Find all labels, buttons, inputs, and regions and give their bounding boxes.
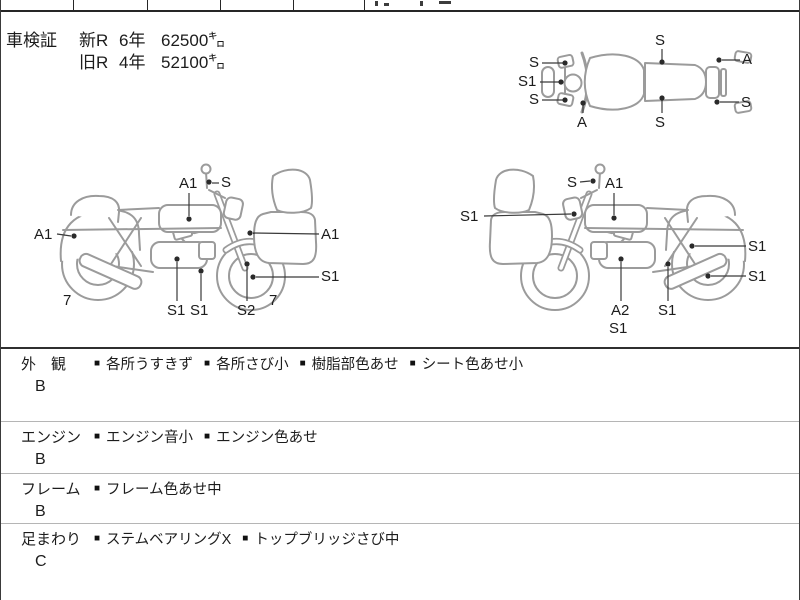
left-bike-leaders — [56, 179, 320, 301]
clipped-text-remnant — [375, 1, 378, 6]
marker-label: S1 — [321, 268, 340, 285]
condition-item: ■ エンジン音小 — [94, 429, 193, 447]
marker-label: S — [655, 32, 666, 49]
condition-item-text: 樹脂部色あせ — [311, 357, 399, 373]
condition-item-text: ステムベアリングX — [106, 532, 232, 548]
condition-section: 外 観 B ■ 各所うすきず ■ 各所さび小 ■ 樹脂部色あせ ■ シート色あせ小 エン… — [1, 347, 799, 600]
bullet-square-icon: ■ — [204, 431, 211, 442]
condition-item: ■ シート色あせ小 — [410, 356, 524, 374]
year-value: 6年 — [119, 31, 146, 50]
marker-label: A1 — [605, 175, 624, 192]
condition-item-text: エンジン音小 — [106, 430, 194, 446]
condition-item-text: シート色あせ小 — [421, 357, 524, 373]
marker-label: A1 — [321, 226, 340, 243]
marker-label: S — [741, 94, 752, 111]
section-row-exterior: 外 観 B ■ 各所うすきず ■ 各所さび小 ■ 樹脂部色あせ ■ シート色あせ小 — [1, 347, 799, 421]
vehicle-certificate-block: 車検証 新R 6年 62500㌔ 旧R 4年 52100㌔ — [6, 30, 225, 74]
section-name: エンジン — [21, 429, 82, 446]
bullet-square-icon: ■ — [242, 533, 249, 544]
motorcycle-top-view-diagram — [541, 50, 753, 114]
section-name: フレーム — [21, 481, 81, 498]
bullet-square-icon: ■ — [204, 358, 211, 369]
marker-label: S — [567, 174, 578, 191]
marker-label: S1 — [609, 320, 628, 337]
grade-badge: B — [35, 378, 46, 395]
section-row-frame: フレーム B ■ フレーム色あせ中 — [1, 473, 799, 523]
certificate-label: 車検証 — [6, 31, 57, 50]
marker-label: A — [577, 114, 588, 131]
clipped-text-remnant — [439, 1, 451, 4]
condition-item: ■ 各所さび小 — [204, 356, 289, 374]
condition-item: ■ フレーム色あせ中 — [94, 481, 222, 499]
marker-label: 7 — [63, 292, 72, 309]
marker-label: S — [655, 114, 666, 131]
marker-label: A1 — [34, 226, 53, 243]
certificate-row-old: 旧R 4年 52100㌔ — [79, 52, 225, 74]
bullet-square-icon: ■ — [94, 483, 101, 494]
condition-item: ■ 各所うすきず — [94, 356, 193, 374]
grade-badge: B — [35, 503, 46, 520]
bullet-square-icon: ■ — [94, 358, 101, 369]
table-divider — [364, 0, 365, 10]
marker-label: A — [742, 51, 753, 68]
marker-label: A2 — [611, 302, 630, 319]
condition-item-text: フレーム色あせ中 — [106, 482, 222, 498]
marker-label: S2 — [237, 302, 256, 319]
marker-label: S — [221, 174, 232, 191]
condition-item-text: 各所うすきず — [106, 357, 194, 373]
clipped-text-remnant — [384, 3, 389, 6]
marker-label: S1 — [518, 73, 537, 90]
grade-badge: B — [35, 451, 46, 468]
section-name: 外 観 — [21, 356, 67, 373]
condition-item-text: トップブリッジさび中 — [254, 532, 400, 548]
marker-label: S1 — [460, 208, 479, 225]
marker-label: A1 — [179, 175, 198, 192]
table-divider — [73, 0, 74, 10]
condition-item: ■ 樹脂部色あせ — [300, 356, 399, 374]
right-bike-leaders — [483, 178, 746, 301]
mileage-value: 62500㌔ — [161, 31, 226, 50]
marker-label: S1 — [167, 302, 186, 319]
clipped-text-remnant — [420, 1, 423, 6]
marker-label: S1 — [748, 268, 767, 285]
grade-badge: C — [35, 553, 47, 570]
table-divider — [220, 0, 221, 10]
marker-label: S — [529, 54, 540, 71]
mileage-value: 52100㌔ — [161, 53, 226, 72]
condition-item: ■ エンジン色あせ — [204, 429, 318, 447]
section-row-undercarriage: 足まわり C ■ ステムベアリングX ■ トップブリッジさび中 — [1, 523, 799, 600]
section-name: 足まわり — [21, 531, 82, 548]
marker-label: S1 — [748, 238, 767, 255]
bullet-square-icon: ■ — [409, 358, 416, 369]
table-divider — [293, 0, 294, 10]
section-row-engine: エンジン B ■ エンジン音小 ■ エンジン色あせ — [1, 421, 799, 473]
era-value: 旧R — [79, 53, 109, 72]
condition-item-text: エンジン色あせ — [216, 430, 318, 446]
bullet-square-icon: ■ — [94, 533, 101, 544]
top-view-leaders — [540, 49, 740, 113]
era-value: 新R — [79, 31, 109, 50]
condition-item-text: 各所さび小 — [216, 357, 289, 373]
marker-label: 7 — [269, 292, 278, 309]
certificate-row-new: 新R 6年 62500㌔ — [79, 30, 225, 52]
condition-item: ■ トップブリッジさび中 — [242, 531, 399, 549]
clipped-table-row — [1, 0, 799, 12]
year-value: 4年 — [119, 53, 146, 72]
marker-label: S1 — [658, 302, 677, 319]
marker-label: S1 — [190, 302, 209, 319]
bullet-square-icon: ■ — [94, 431, 101, 442]
marker-label: S — [529, 91, 540, 108]
condition-item: ■ ステムベアリングX — [94, 531, 231, 549]
table-divider — [147, 0, 148, 10]
bullet-square-icon: ■ — [299, 358, 306, 369]
